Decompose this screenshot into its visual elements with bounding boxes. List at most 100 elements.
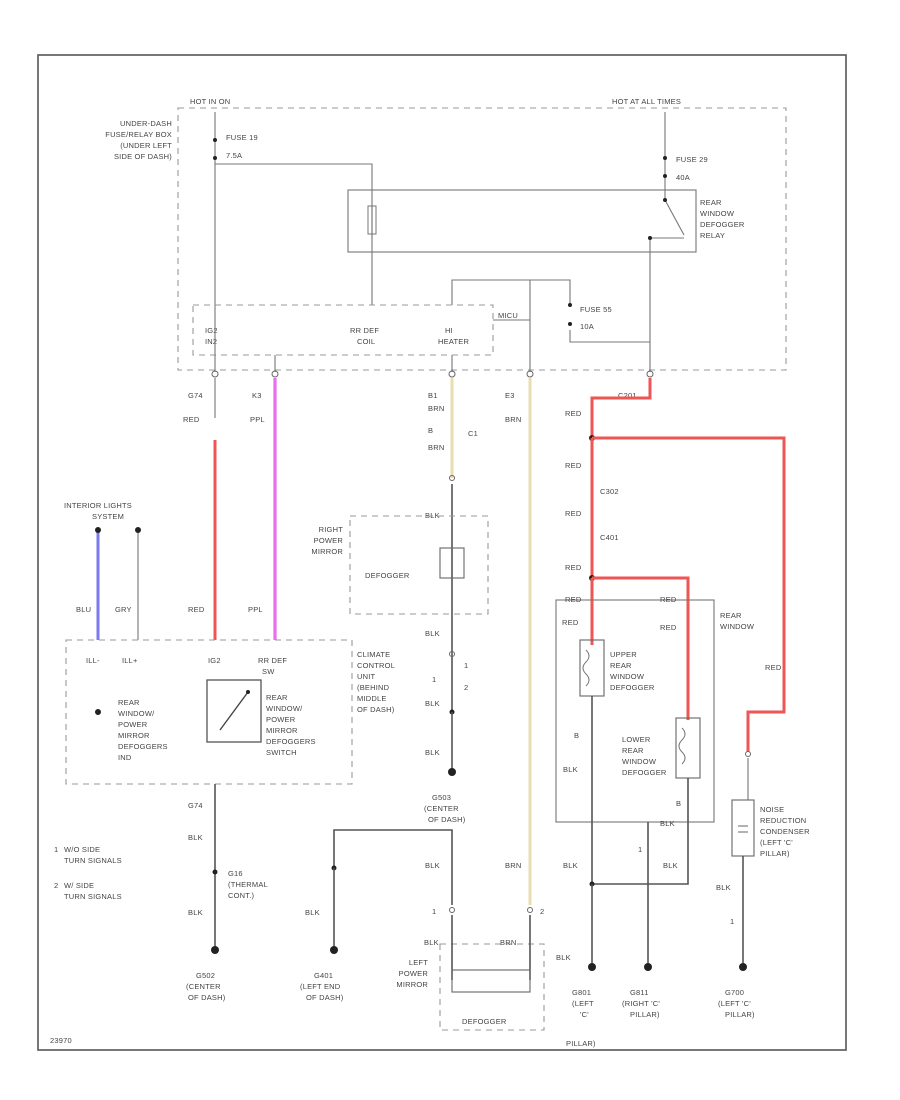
climate-label-5: MIDDLE [357, 694, 387, 703]
wire-blk-11: BLK [660, 819, 675, 828]
wire-blk-3: BLK [425, 699, 440, 708]
g801-label: G801 [572, 988, 591, 997]
red-wire-condenser [592, 436, 786, 752]
indicator-led-icon [95, 709, 101, 715]
condenser-label-3: CONDENSER [760, 827, 810, 836]
indicator-label-1: REAR [118, 698, 140, 707]
pin-1-a: 1 [464, 661, 468, 670]
g502-sub-2: OF DASH) [188, 993, 226, 1002]
upper-defogger-label-1: UPPER [610, 650, 637, 659]
wire-gry-label: GRY [115, 605, 132, 614]
right-defogger-element [439, 547, 465, 579]
lower-defogger-label-1: LOWER [622, 735, 651, 744]
conn-k3: K3 [252, 391, 262, 400]
pin-b-1: B [428, 426, 433, 435]
conn-c302: C302 [600, 487, 619, 496]
left-mirror-box [439, 943, 545, 1031]
climate-label-1: CLIMATE [357, 650, 390, 659]
pin-rr-def-sub: COIL [357, 337, 375, 346]
wire-brn-5: BRN [500, 938, 516, 947]
rear-window-label-2: WINDOW [720, 622, 755, 631]
note-2-num: 2 [54, 881, 58, 890]
g16-label: G16 [228, 869, 243, 878]
indicator-label-3: POWER [118, 720, 148, 729]
fuse-box-title-4: SIDE OF DASH) [114, 152, 172, 161]
wire-red-label-10: RED [562, 618, 579, 627]
lower-defogger-label-4: DEFOGGER [622, 768, 667, 777]
wire-red-label-8: RED [565, 595, 582, 604]
wire-blk-4: BLK [425, 748, 440, 757]
pin-b-2: B [574, 731, 579, 740]
g503-sub-2: OF DASH) [428, 815, 466, 824]
pin-heater-sub: HEATER [438, 337, 469, 346]
wire-red-label-5: RED [565, 509, 582, 518]
defogger-switch-box [206, 679, 262, 743]
upper-defogger-label-2: REAR [610, 661, 632, 670]
switch-label-1: REAR [266, 693, 288, 702]
condenser-label-2: REDUCTION [760, 816, 806, 825]
right-mirror-label-3: MIRROR [311, 547, 343, 556]
pin-2-a: 2 [464, 683, 468, 692]
wire-blk-12: BLK [563, 861, 578, 870]
g811-label: G811 [630, 988, 649, 997]
fuse-29-label: FUSE 29 [676, 155, 708, 164]
wire-red-label-6: RED [565, 563, 582, 572]
indicator-label-4: MIRROR [118, 731, 150, 740]
wire-red-label-11: RED [660, 623, 677, 632]
right-mirror-box [349, 515, 489, 615]
fuse-19-rating: 7.5A [226, 151, 242, 160]
right-mirror-label-1: RIGHT [319, 525, 344, 534]
upper-defogger-label-4: DEFOGGER [610, 683, 655, 692]
wire-blk-15: BLK [716, 883, 731, 892]
note-1-num: 1 [54, 845, 58, 854]
rear-window-box [555, 599, 715, 823]
box-connectors: G74 K3 B1 E3 C201 [188, 370, 654, 400]
pin-ig2-label: IG2 [205, 326, 218, 335]
wire-blk-7: BLK [424, 938, 439, 947]
upper-defogger-label-3: WINDOW [610, 672, 645, 681]
wire-red-label-3: RED [565, 409, 582, 418]
g503-sub-1: (CENTER [424, 804, 459, 813]
wire-blk-5: BLK [425, 861, 440, 870]
pin-heater-label: HI [445, 326, 453, 335]
wire-blk-13: BLK [663, 861, 678, 870]
conn-c401: C401 [600, 533, 619, 542]
note-1-line-2: TURN SIGNALS [64, 856, 122, 865]
wire-red-label-2: RED [188, 605, 205, 614]
figure-code: 23970 [50, 1036, 72, 1045]
relay-box [347, 189, 697, 253]
lower-defogger-label-2: REAR [622, 746, 644, 755]
left-mirror-label-1: LEFT [409, 958, 428, 967]
g801-sub-2: 'C' [580, 1010, 589, 1019]
ground-g801-symbol [588, 963, 596, 971]
condenser-label-1: NOISE [760, 805, 784, 814]
wire-red-label-7: RED [765, 663, 782, 672]
left-mirror-label-3: MIRROR [396, 980, 428, 989]
climate-label-3: UNIT [357, 672, 376, 681]
wire-ppl-label-1: PPL [250, 415, 265, 424]
red-wire-lower [592, 576, 690, 720]
conn-g74: G74 [188, 391, 203, 400]
wire-blk-8: BLK [188, 833, 203, 842]
pin-ig2-ctrl: IG2 [208, 656, 221, 665]
ground-g811-symbol [644, 963, 652, 971]
conn-b1: B1 [428, 391, 438, 400]
g811-sub-1: (RIGHT 'C' [622, 999, 660, 1008]
ground-g503-symbol [448, 768, 456, 776]
ground-g700-symbol [739, 963, 747, 971]
condenser-label-4: (LEFT 'C' [760, 838, 793, 847]
rear-window-label-1: REAR [720, 611, 742, 620]
relay-label-4: RELAY [700, 231, 725, 240]
pin-1-d: 1 [638, 845, 642, 854]
g700-sub-1: (LEFT 'C' [718, 999, 751, 1008]
fuse-relay-box: UNDER-DASH FUSE/RELAY BOX (UNDER LEFT SI… [105, 97, 787, 372]
g503-label: G503 [432, 793, 451, 802]
switch-contact-icon [219, 691, 249, 731]
wire-blk-6: BLK [305, 908, 320, 917]
pin-1-c: 1 [432, 907, 436, 916]
conn-g74-lower: G74 [188, 801, 203, 810]
wire-red-label-1: RED [183, 415, 200, 424]
pin-2-b: 2 [540, 907, 544, 916]
note-1-line-1: W/O SIDE [64, 845, 100, 854]
